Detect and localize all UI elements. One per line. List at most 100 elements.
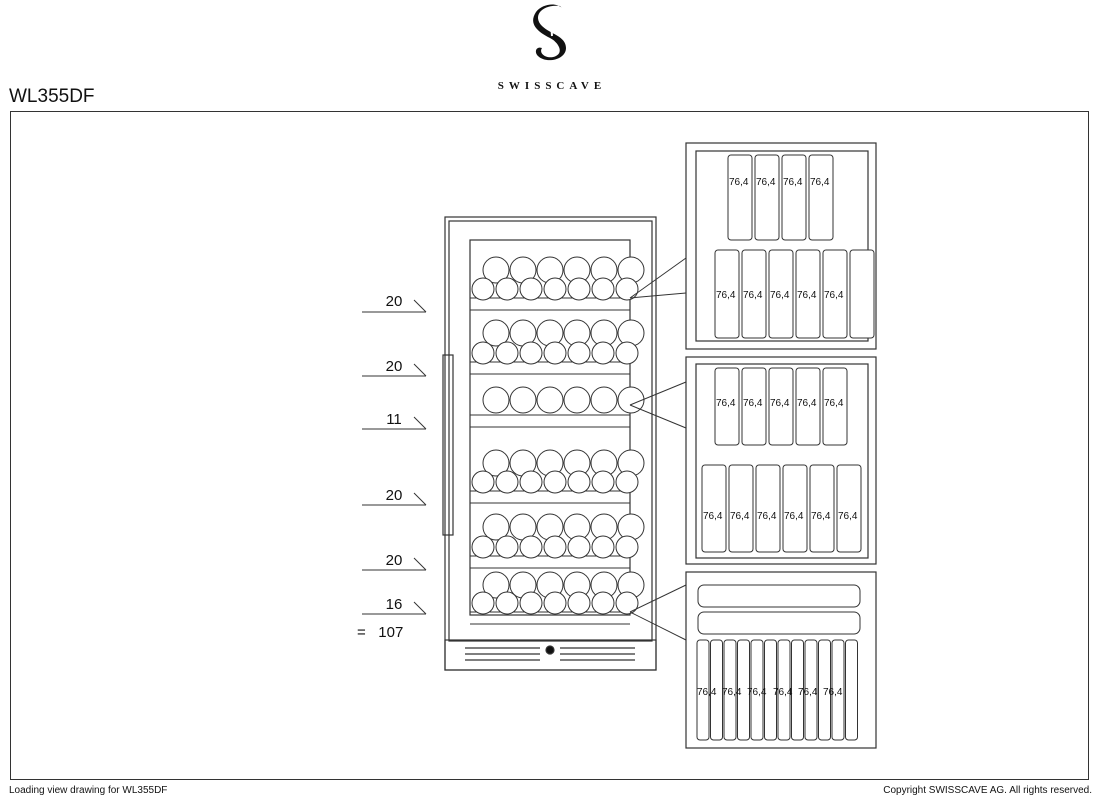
bottle-standing — [831, 639, 845, 741]
bottle-back — [567, 470, 591, 494]
bottle-front — [563, 386, 591, 414]
detail-box-middle — [685, 356, 877, 565]
bottle-back — [543, 277, 567, 301]
bottle-standing — [764, 639, 777, 741]
bottle-back — [591, 591, 615, 615]
bottle-width-label: 76,4 — [798, 687, 818, 698]
bottle-width-label: 76,4 — [716, 398, 736, 409]
bottle-lower — [768, 249, 794, 339]
bottle-lower — [795, 249, 821, 339]
bottle-back — [519, 591, 543, 615]
bottle-upper — [822, 367, 848, 446]
bottle-width-label: 76,4 — [729, 177, 749, 188]
detail-connector — [629, 257, 687, 299]
bottle-standing — [845, 639, 858, 741]
bottle-back — [519, 470, 543, 494]
bottle-back — [591, 341, 615, 365]
bottle-standing — [777, 639, 791, 741]
bottle-width-label: 76,4 — [730, 511, 750, 522]
bottle-lower — [755, 464, 781, 553]
bottle-lower — [809, 464, 835, 553]
bottle-width-label: 76,4 — [811, 511, 831, 522]
bottle-back — [543, 535, 567, 559]
bottle-back — [543, 341, 567, 365]
shelf-count-2: 20 — [385, 358, 403, 375]
bottle-back — [471, 535, 495, 559]
detail-connector — [629, 292, 687, 299]
bottle-lower — [714, 249, 740, 339]
count-leader-tick — [413, 363, 427, 377]
detail-connector — [629, 404, 687, 429]
bottle-back — [471, 341, 495, 365]
shelf-count-6: 16 — [385, 596, 403, 613]
bottle-front — [536, 513, 564, 541]
bottle-lower — [728, 464, 754, 553]
bottle-upper — [795, 367, 821, 446]
bottle-lower — [701, 464, 727, 553]
bottle-back — [495, 277, 519, 301]
count-leader-tick — [413, 416, 427, 430]
bottle-back — [495, 470, 519, 494]
bottle-width-label: 76,4 — [810, 177, 830, 188]
count-leader-tick — [413, 557, 427, 571]
bottle-width-label: 76,4 — [783, 177, 803, 188]
bottle-back — [567, 341, 591, 365]
bottle-lower — [849, 249, 875, 339]
bottle-back — [615, 470, 639, 494]
bottle-front — [617, 319, 645, 347]
cabinet — [442, 216, 657, 671]
bottle-front — [482, 386, 510, 414]
drawing-frame — [10, 111, 1089, 780]
bottle-back — [519, 535, 543, 559]
bottle-back — [519, 341, 543, 365]
bottle-upper — [781, 154, 807, 241]
bottle-front — [509, 386, 537, 414]
count-leader-tick — [413, 492, 427, 506]
bottle-front — [617, 513, 645, 541]
bottle-back — [543, 591, 567, 615]
bottle-width-label: 76,4 — [784, 511, 804, 522]
bottle-front — [590, 386, 618, 414]
bottle-upper — [808, 154, 834, 241]
bottle-width-label: 76,4 — [797, 290, 817, 301]
shelf-count-4: 20 — [385, 487, 403, 504]
bottle-back — [567, 535, 591, 559]
bottle-standing — [737, 639, 750, 741]
detail-box-top — [685, 142, 877, 350]
bottle-lower — [836, 464, 862, 553]
bottle-lower — [822, 249, 848, 339]
bottle-back — [495, 535, 519, 559]
bottle-upper — [754, 154, 780, 241]
bottle-width-label: 76,4 — [770, 398, 790, 409]
total-symbol: = — [357, 624, 366, 641]
bottle-back — [495, 591, 519, 615]
bottle-upper — [768, 367, 794, 446]
bottle-width-label: 76,4 — [797, 398, 817, 409]
bottle-width-label: 76,4 — [773, 687, 793, 698]
door-handle — [442, 354, 454, 536]
bottle-front — [482, 256, 510, 284]
bottle-width-label: 76,4 — [743, 290, 763, 301]
bottle-front — [482, 319, 510, 347]
bottle-upper — [714, 367, 740, 446]
bottle-width-label: 76,4 — [743, 398, 763, 409]
bottle-back — [471, 591, 495, 615]
bottle-front — [617, 386, 645, 414]
bottle-back — [591, 277, 615, 301]
bottle-front — [482, 513, 510, 541]
bottle-back — [591, 535, 615, 559]
footer-caption: Loading view drawing for WL355DF — [9, 785, 168, 796]
bottle-width-label: 76,4 — [824, 290, 844, 301]
detail-connector — [629, 584, 687, 613]
bottle-standing — [818, 639, 831, 741]
bottle-back — [615, 341, 639, 365]
bottle-front — [536, 319, 564, 347]
bottle-width-label: 76,4 — [703, 511, 723, 522]
bottle-back — [519, 277, 543, 301]
bottle-back — [567, 277, 591, 301]
model-title: WL355DF — [9, 86, 95, 107]
bottle-back — [543, 470, 567, 494]
bottle-width-label: 76,4 — [697, 687, 717, 698]
bottle-standing — [723, 639, 737, 741]
